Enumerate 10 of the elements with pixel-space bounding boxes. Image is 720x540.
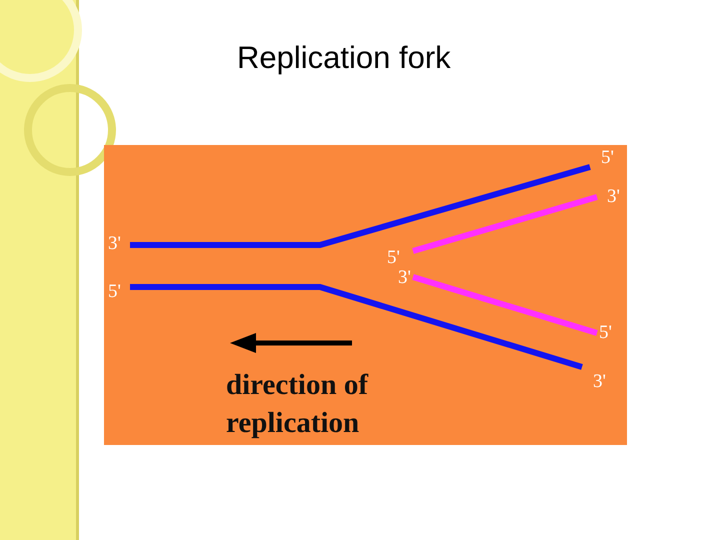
strand-end-label: 3' <box>108 234 121 253</box>
strand-end-label: 5' <box>387 248 400 267</box>
slide-title: Replication fork <box>237 40 451 76</box>
strand-end-label: 3' <box>398 268 411 287</box>
strand-end-label: 3' <box>607 187 620 206</box>
strand-end-label: 5' <box>599 323 612 342</box>
strand-end-label: 5' <box>108 282 121 301</box>
strand-end-label: 3' <box>593 372 606 391</box>
strand-end-label: 5' <box>601 148 614 167</box>
caption-text: direction of replication <box>226 368 370 441</box>
